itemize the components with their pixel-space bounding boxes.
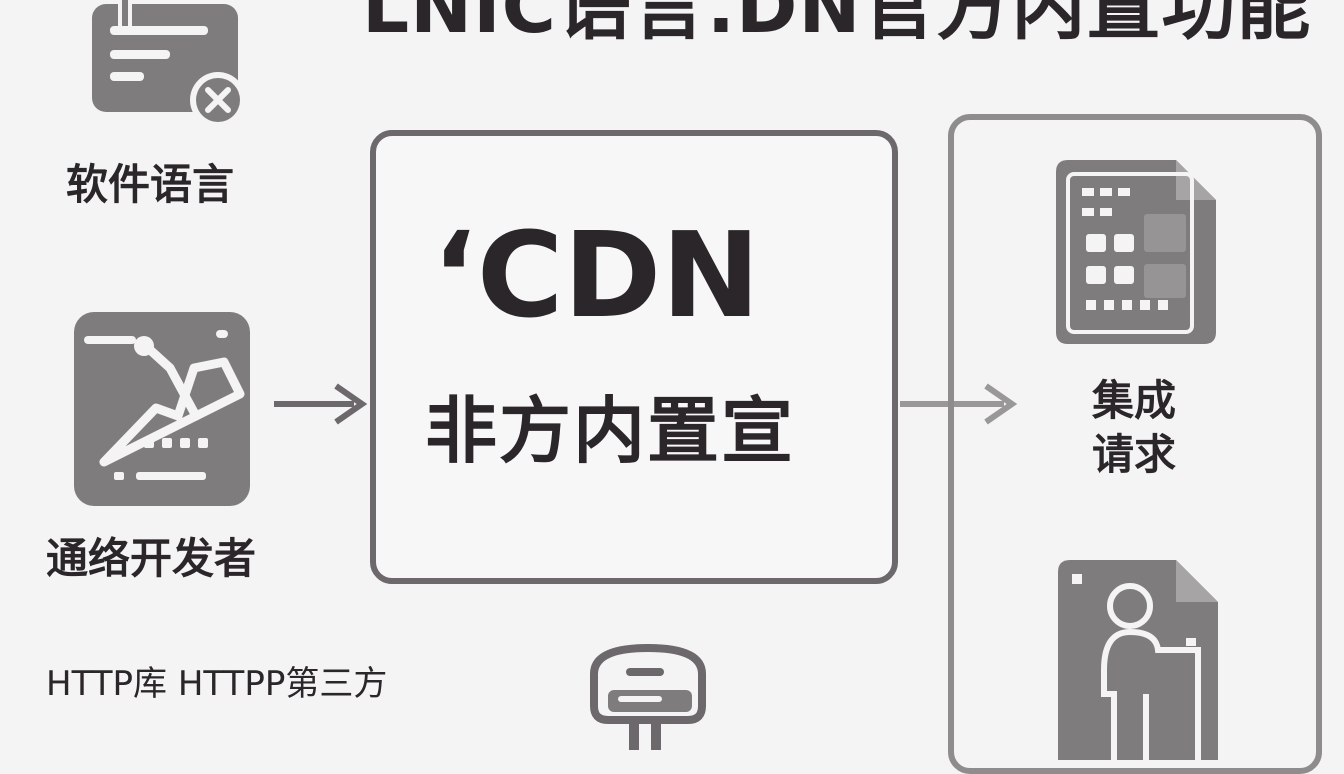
center-box <box>370 130 898 584</box>
keyboard-hand-icon <box>590 643 706 750</box>
left-arrow-connector <box>274 383 368 425</box>
network-tool-icon <box>74 312 250 506</box>
page-title: LNIC语言.DN官方内置功能 <box>362 0 1312 50</box>
http-library-label: HTTP库 HTTPP第三方 <box>46 664 388 704</box>
document-error-icon <box>92 0 246 128</box>
center-box-title: ‘CDN <box>432 206 761 344</box>
network-developer-label: 通络开发者 <box>46 534 257 583</box>
spreadsheet-document-icon <box>1056 160 1216 344</box>
user-document-icon <box>1058 560 1218 760</box>
integrate-request-label: 集成请求 <box>1092 376 1177 479</box>
software-language-label: 软件语言 <box>66 160 235 209</box>
center-box-subtitle: 非方内置宣 <box>425 389 796 473</box>
